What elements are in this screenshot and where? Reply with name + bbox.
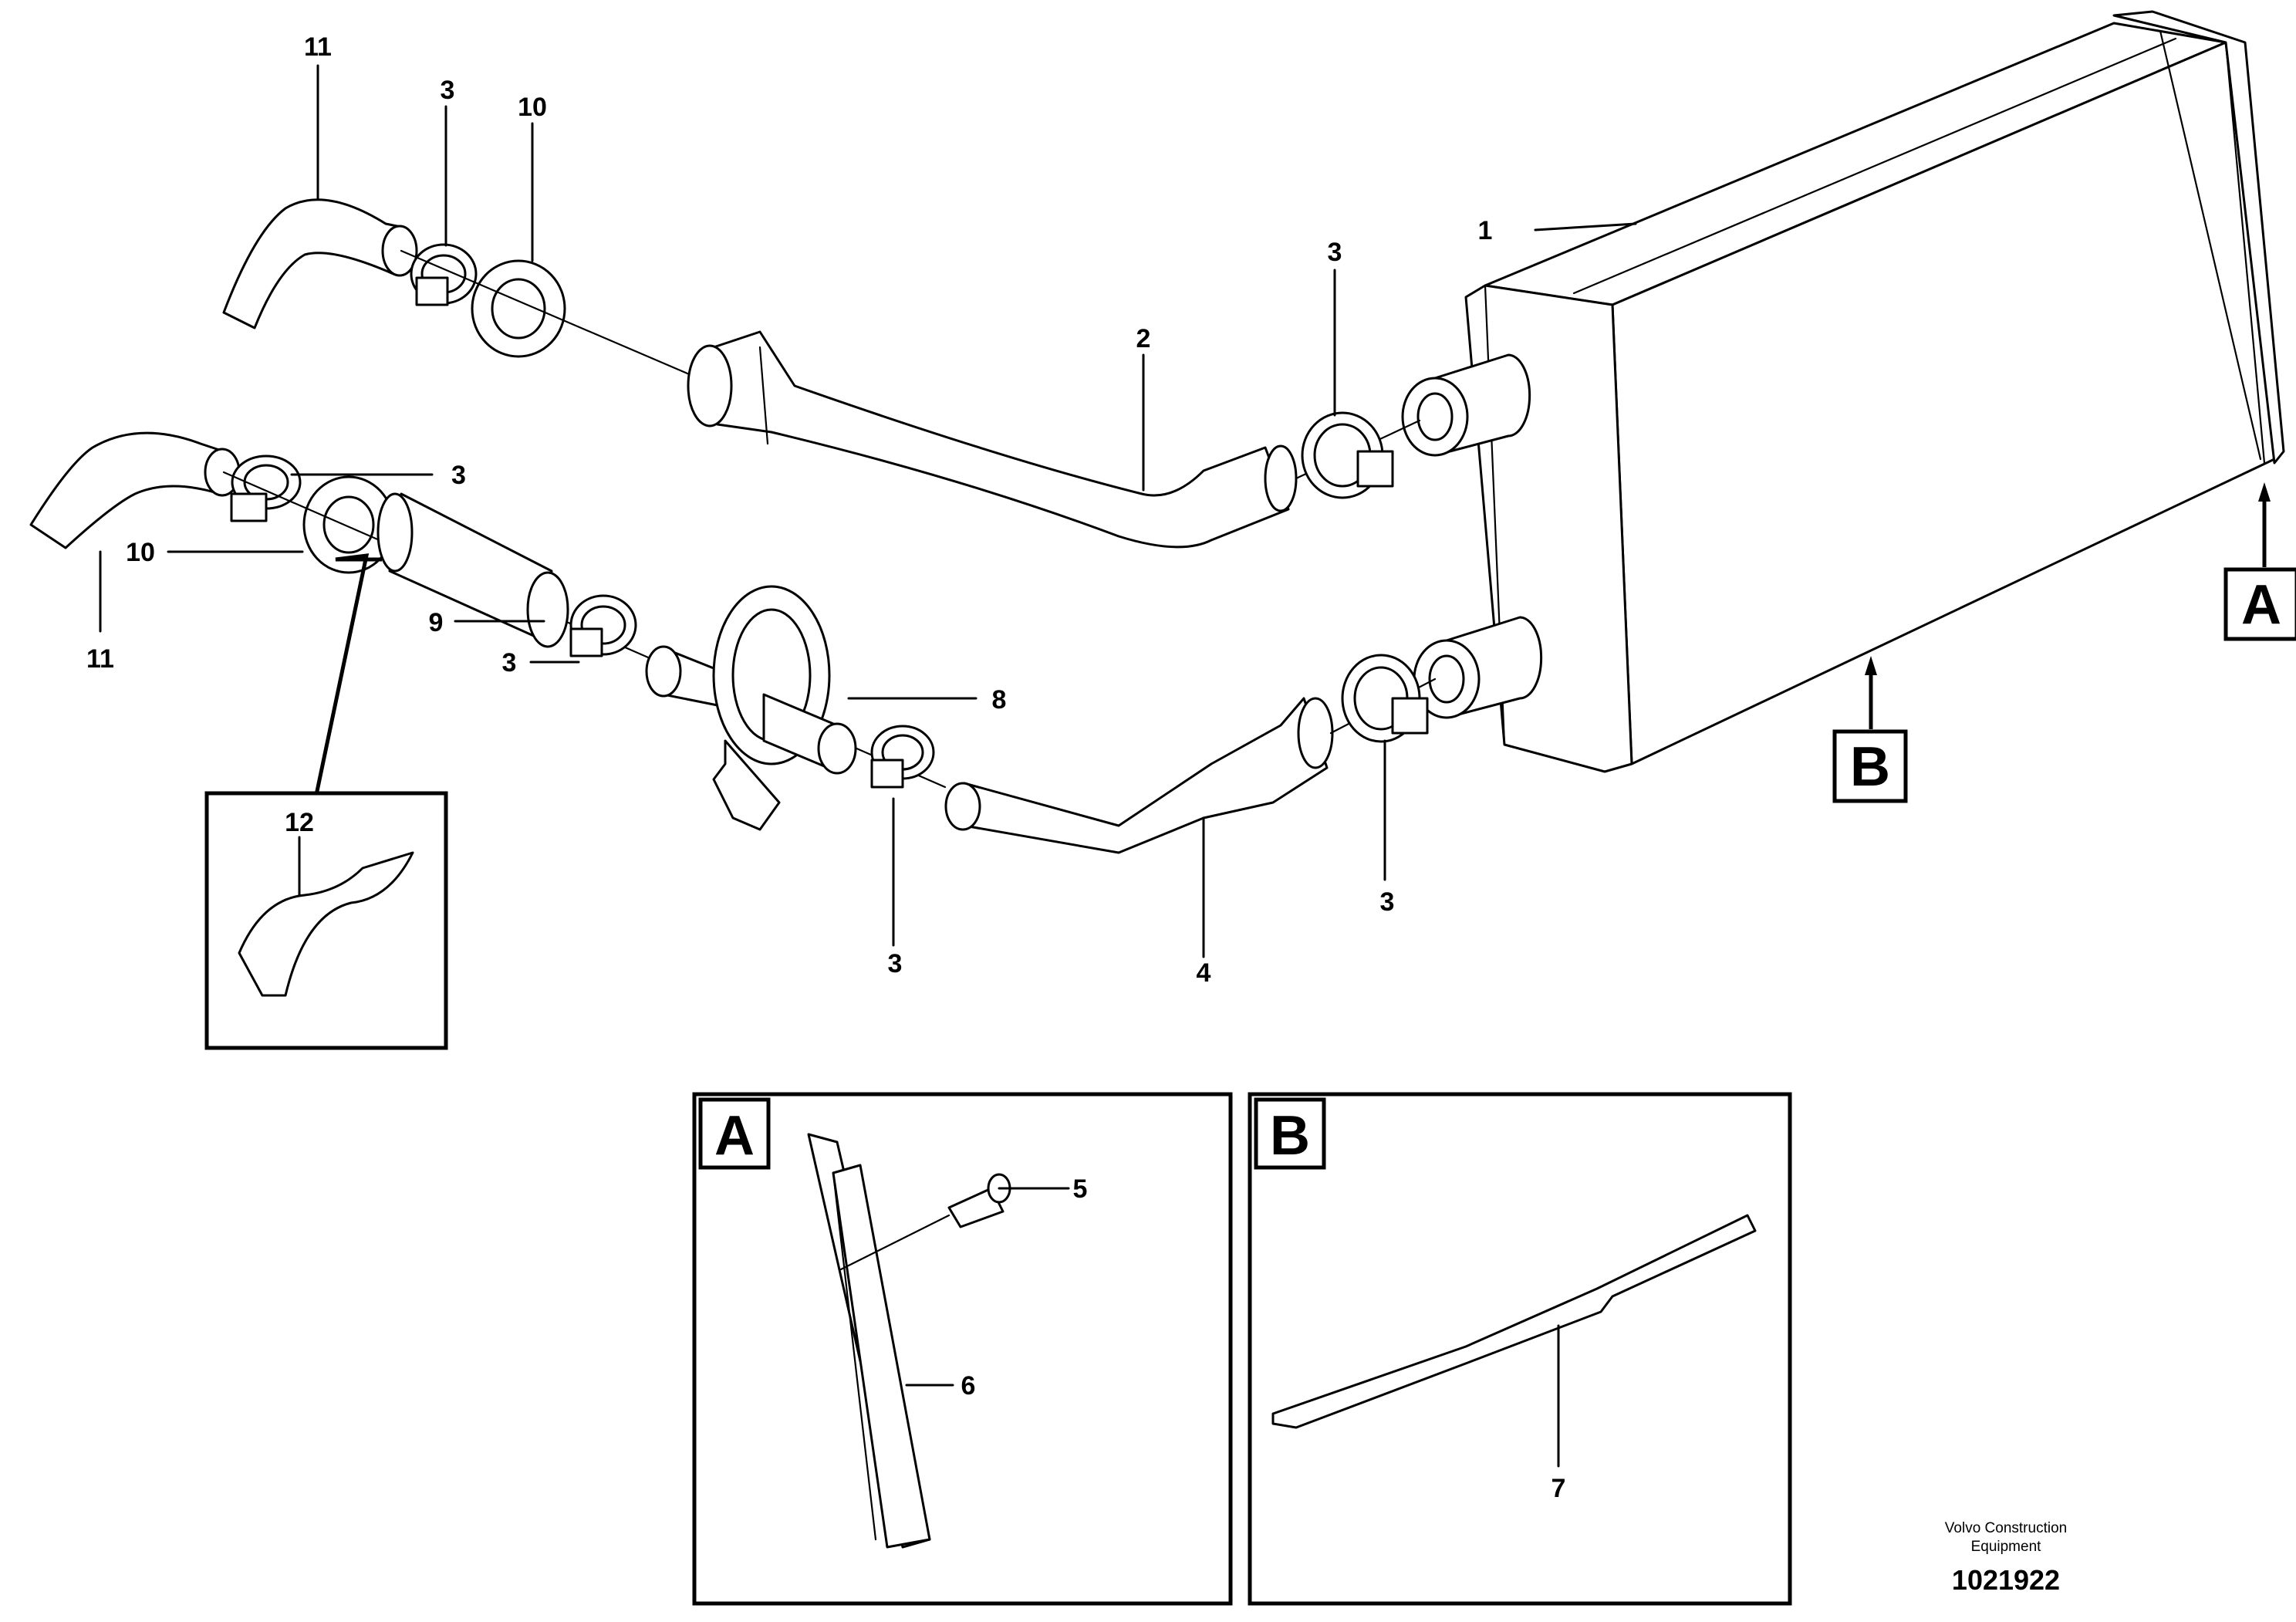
callout-10-top: 10 <box>518 93 547 122</box>
brand-line-1: Volvo Construction <box>1945 1520 2067 1536</box>
view-b-pointer <box>1865 656 1877 729</box>
callout-3-upper-right: 3 <box>1328 238 1342 267</box>
callout-3-lower-left: 3 <box>451 461 466 490</box>
callout-11-lower: 11 <box>86 644 114 674</box>
detail-panel-a <box>692 1092 1233 1606</box>
detail-panel-b-title: B <box>1270 1105 1310 1167</box>
view-a-pointer <box>2258 482 2271 567</box>
callout-1: 1 <box>1478 216 1493 245</box>
callout-5: 5 <box>1073 1174 1088 1204</box>
view-marker-b: B <box>1832 729 1908 803</box>
heater-core <box>1401 10 2285 773</box>
drawing-number: 1021922 <box>1952 1564 2060 1596</box>
view-marker-b-label: B <box>1850 736 1890 798</box>
leader-lines <box>99 64 1637 1468</box>
view-marker-a: A <box>2223 567 2296 641</box>
callout-3-top: 3 <box>441 76 455 105</box>
callout-2: 2 <box>1136 324 1151 353</box>
callout-7: 7 <box>1551 1474 1566 1503</box>
callout-12: 12 <box>285 808 314 837</box>
callout-11-top: 11 <box>304 32 332 62</box>
callout-8: 8 <box>992 685 1007 715</box>
brand-line-2: Equipment <box>1971 1539 2042 1555</box>
upper-hose-assembly <box>222 198 1421 549</box>
callout-4: 4 <box>1197 958 1211 988</box>
detail-panel-b <box>1248 1092 1792 1606</box>
callout-3-bottom: 3 <box>888 949 903 978</box>
callout-9: 9 <box>429 608 444 637</box>
callout-10-lower: 10 <box>126 538 155 567</box>
callout-3-middle: 3 <box>502 648 517 678</box>
callout-3-lower-right: 3 <box>1380 887 1395 917</box>
callout-6: 6 <box>961 1371 976 1401</box>
view-marker-a-label: A <box>2241 574 2281 636</box>
tape-detail-box <box>204 553 448 1050</box>
detail-panel-a-title: A <box>714 1105 755 1167</box>
lower-hose-assembly <box>29 431 1437 854</box>
